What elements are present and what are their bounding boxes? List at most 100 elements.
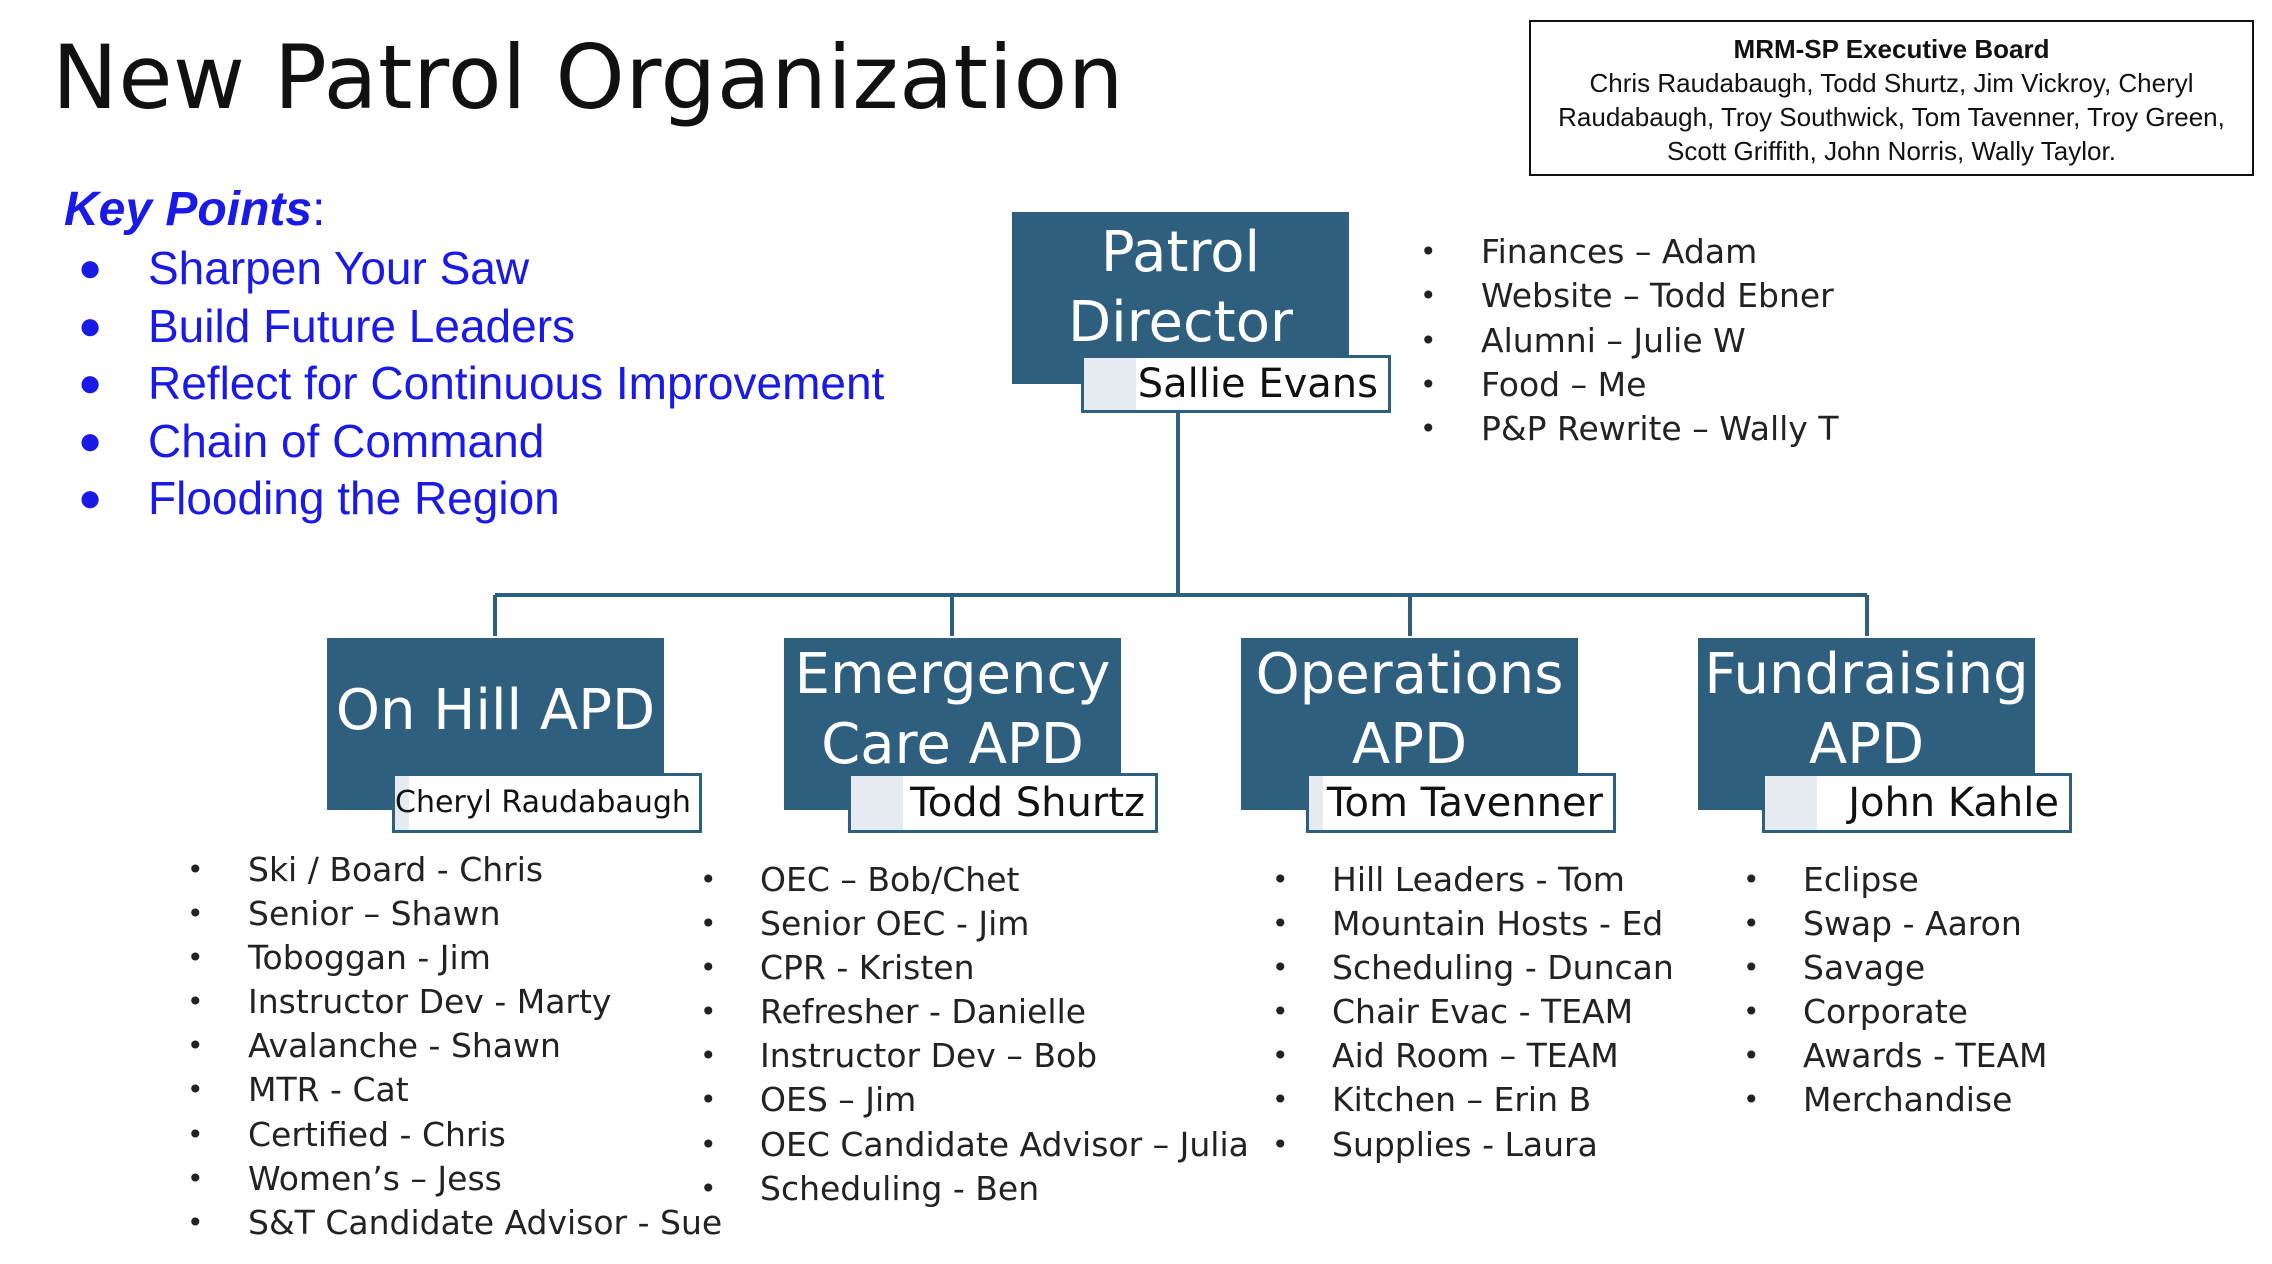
patrol-director-name: Sallie Evans — [1137, 361, 1378, 407]
bullet-icon: • — [700, 907, 717, 941]
emergency-care-item-text: CPR - Kristen — [760, 948, 975, 988]
key-points-colon: : — [312, 183, 326, 236]
bullet-icon: • — [700, 1127, 717, 1161]
bullet-icon: ● — [78, 303, 103, 348]
on-hill-item: •Toboggan - Jim — [187, 936, 722, 980]
on-hill-item-text: MTR - Cat — [248, 1070, 409, 1110]
executive-board-heading: MRM-SP Executive Board — [1733, 34, 2050, 64]
bullet-icon: • — [187, 1117, 204, 1151]
key-points-list: ●Sharpen Your Saw ●Build Future Leaders … — [64, 240, 884, 528]
fundraising-item: • Eclipse — [1743, 858, 2048, 902]
name-box-shade — [1309, 776, 1323, 830]
operations-item: •Scheduling - Duncan — [1272, 946, 1674, 990]
director-duty-text: Food – Me — [1481, 364, 1647, 404]
operations-apd-title-line1: Operations — [1255, 642, 1564, 707]
emergency-care-item-text: Instructor Dev – Bob — [760, 1036, 1098, 1076]
bullet-icon: • — [187, 853, 204, 886]
key-point-text: Build Future Leaders — [148, 299, 576, 352]
on-hill-item: •Instructor Dev - Marty — [187, 980, 722, 1024]
bullet-icon: • — [700, 995, 717, 1029]
bullet-icon: • — [1272, 863, 1289, 896]
operations-item-text: Kitchen – Erin B — [1332, 1080, 1592, 1120]
bullet-icon: • — [1420, 367, 1437, 401]
fundraising-item-text: Eclipse — [1803, 860, 1919, 899]
operations-item: •Mountain Hosts - Ed — [1272, 902, 1674, 946]
on-hill-apd-name: Cheryl Raudabaugh — [395, 785, 691, 820]
bullet-icon: ● — [78, 361, 103, 405]
emergency-care-item: • OES – Jim — [700, 1078, 1249, 1122]
bullet-icon: • — [700, 863, 717, 896]
operations-item: •Aid Room – TEAM — [1272, 1034, 1674, 1078]
key-point-text: Chain of Command — [148, 414, 545, 467]
director-duty-item: •Website – Todd Ebner — [1420, 274, 1838, 318]
on-hill-item: •Women’s – Jess — [187, 1157, 722, 1201]
fundraising-item-text: Swap - Aaron — [1803, 904, 2022, 944]
bullet-icon: • — [187, 1029, 204, 1063]
fundraising-item: • Swap - Aaron — [1743, 902, 2048, 946]
bullet-icon: • — [700, 1083, 717, 1117]
director-duties-list: • Finances – Adam •Website – Todd Ebner •… — [1420, 230, 1838, 451]
bullet-icon: • — [1420, 323, 1437, 357]
executive-board-box: MRM-SP Executive Board Chris Raudabaugh,… — [1529, 20, 2254, 176]
on-hill-item-text: Ski / Board - Chris — [248, 850, 544, 889]
fundraising-apd-title-line1: Fundraising — [1704, 642, 2029, 707]
on-hill-apd-list: • Ski / Board - Chris • Senior – Shawn •To… — [187, 848, 722, 1245]
fundraising-item-text: Merchandise — [1803, 1080, 2013, 1120]
emergency-care-item-text: Scheduling - Ben — [760, 1168, 1040, 1208]
operations-item-text: Mountain Hosts - Ed — [1332, 904, 1664, 944]
operations-apd-title-line2: APD — [1351, 712, 1468, 777]
director-duty-text: Finances – Adam — [1481, 232, 1758, 271]
key-point-text: Flooding the Region — [148, 472, 560, 524]
key-points: Key Points: ●Sharpen Your Saw ●Build Fut… — [64, 180, 884, 528]
fundraising-apd-title-line2: APD — [1808, 712, 1925, 777]
on-hill-item-text: Certified - Chris — [248, 1114, 506, 1154]
executive-board-members: Chris Raudabaugh, Todd Shurtz, Jim Vickr… — [1558, 68, 2225, 166]
emergency-care-apd-name: Todd Shurtz — [910, 780, 1145, 826]
fundraising-apd-name-box: John Kahle — [1762, 773, 2072, 833]
bullet-icon: • — [1272, 1127, 1289, 1161]
operations-item: •Kitchen – Erin B — [1272, 1078, 1674, 1122]
patrol-director-title-line1: Patrol — [1100, 220, 1261, 285]
emergency-care-item: • OEC Candidate Advisor – Julia — [700, 1123, 1249, 1167]
bullet-icon: • — [700, 951, 717, 985]
on-hill-item-text: Senior – Shawn — [248, 894, 501, 934]
emergency-care-item-text: OEC – Bob/Chet — [760, 860, 1020, 899]
emergency-care-item: •Instructor Dev – Bob — [700, 1034, 1249, 1078]
fundraising-item-text: Savage — [1803, 948, 1926, 988]
bullet-icon: • — [700, 1171, 717, 1205]
key-point-item: ● Build Future Leaders — [64, 298, 884, 356]
bullet-icon: ● — [78, 246, 103, 290]
operations-item-text: Aid Room – TEAM — [1332, 1036, 1619, 1076]
on-hill-item: • Certified - Chris — [187, 1113, 722, 1157]
emergency-care-item: • OEC – Bob/Chet — [700, 858, 1249, 902]
bullet-icon: • — [187, 1205, 204, 1239]
page-title: New Patrol Organization — [52, 26, 1125, 129]
key-point-text: Sharpen Your Saw — [148, 242, 530, 294]
operations-item: •Chair Evac - TEAM — [1272, 990, 1674, 1034]
bullet-icon: • — [1743, 995, 1760, 1029]
bullet-icon: • — [1743, 907, 1760, 941]
emergency-care-apd-title: Emergency Care APD — [784, 640, 1121, 780]
operations-apd-title: Operations APD — [1241, 640, 1578, 780]
bullet-icon: • — [187, 1161, 204, 1195]
bullet-icon: • — [1743, 1083, 1760, 1117]
fundraising-item: •Awards - TEAM — [1743, 1034, 2048, 1078]
emergency-care-apd-title-line1: Emergency — [794, 642, 1111, 707]
emergency-care-item: • CPR - Kristen — [700, 946, 1249, 990]
bullet-icon: • — [187, 941, 204, 975]
director-duty-item: •Alumni – Julie W — [1420, 319, 1838, 363]
emergency-care-item: •Senior OEC - Jim — [700, 902, 1249, 946]
name-box-shade — [395, 776, 409, 830]
operations-item-text: Hill Leaders - Tom — [1332, 860, 1625, 899]
on-hill-item: •MTR - Cat — [187, 1068, 722, 1112]
bullet-icon: • — [1420, 235, 1437, 268]
emergency-care-item-text: OES – Jim — [760, 1080, 917, 1120]
on-hill-item-text: S&T Candidate Advisor - Sue — [248, 1202, 723, 1242]
patrol-director-title-line2: Director — [1068, 290, 1293, 355]
emergency-care-apd-title-line2: Care APD — [821, 712, 1084, 777]
name-box-shade — [1765, 776, 1817, 830]
emergency-care-item-text: Refresher - Danielle — [760, 992, 1087, 1032]
key-point-text: Reflect for Continuous Improvement — [148, 357, 885, 409]
bullet-icon: • — [1743, 863, 1760, 896]
emergency-care-item-text: OEC Candidate Advisor – Julia — [760, 1124, 1249, 1164]
